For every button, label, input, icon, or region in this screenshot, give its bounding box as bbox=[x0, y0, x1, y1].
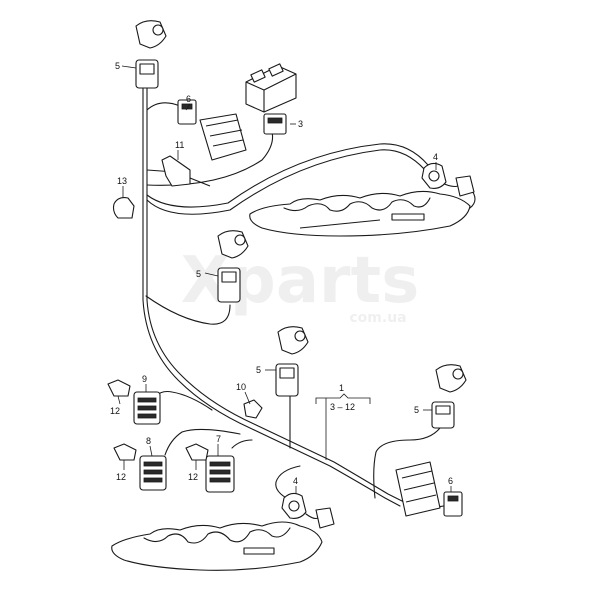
callout-5-top: 5 bbox=[115, 61, 120, 71]
connector-cap-top bbox=[135, 20, 167, 49]
callout-1-range: 3 – 12 bbox=[330, 402, 355, 412]
callout-labels: 5 6 3 11 13 4 5 5 1 3 – 12 9 10 12 8 7 1… bbox=[110, 61, 453, 486]
connector-6-right bbox=[443, 491, 463, 517]
callout-6-top: 6 bbox=[186, 94, 191, 104]
leader-lines bbox=[117, 65, 452, 494]
lamp-socket-lower bbox=[315, 507, 335, 529]
connector-7 bbox=[205, 455, 235, 493]
connector-5-top bbox=[135, 20, 167, 89]
control-module-right bbox=[395, 461, 441, 517]
callout-4-lower: 4 bbox=[293, 476, 298, 486]
connector-4-lower bbox=[281, 492, 335, 529]
cable-clip-11 bbox=[161, 155, 211, 187]
upper-lamp-housing bbox=[249, 190, 471, 237]
connector-8 bbox=[139, 455, 167, 491]
watermark-domain: com.ua bbox=[349, 310, 406, 326]
callout-5-right: 5 bbox=[414, 405, 419, 415]
connector-cap-right bbox=[435, 364, 467, 393]
lower-lamp-lens bbox=[243, 547, 275, 555]
connector-9 bbox=[133, 391, 161, 425]
clip-10 bbox=[243, 399, 263, 419]
connector-4-upper bbox=[421, 162, 475, 197]
connector-5-middle bbox=[217, 230, 249, 303]
clip-12-b bbox=[113, 443, 137, 461]
lamp-socket-upper bbox=[455, 175, 475, 197]
callout-1: 1 bbox=[339, 383, 344, 393]
callout-4-upper: 4 bbox=[433, 152, 438, 162]
callout-12-c: 12 bbox=[188, 472, 198, 482]
callout-13: 13 bbox=[117, 176, 127, 186]
callout-5-middle: 5 bbox=[196, 269, 201, 279]
clip-12-a bbox=[107, 379, 131, 397]
watermark-brand: Xparts bbox=[181, 244, 420, 318]
callout-5-center: 5 bbox=[256, 365, 261, 375]
connector-3 bbox=[263, 113, 287, 135]
callout-10: 10 bbox=[236, 382, 246, 392]
clip-12-c bbox=[185, 443, 209, 461]
lower-lamp-housing bbox=[111, 521, 323, 571]
connector-cap-center bbox=[277, 326, 309, 355]
callout-12-b: 12 bbox=[116, 472, 126, 482]
callout-11: 11 bbox=[175, 140, 184, 150]
callout-12-a: 12 bbox=[110, 406, 120, 416]
connector-5-right bbox=[431, 364, 467, 429]
callout-8: 8 bbox=[146, 436, 151, 446]
grommet-13 bbox=[112, 197, 135, 219]
connector-5-center bbox=[275, 326, 309, 397]
relay-block bbox=[245, 63, 297, 113]
callout-7: 7 bbox=[216, 434, 221, 444]
callout-9: 9 bbox=[142, 374, 147, 384]
callout-6-right: 6 bbox=[448, 476, 453, 486]
connector-6-top bbox=[177, 99, 247, 161]
control-module-top bbox=[199, 113, 247, 161]
upper-lamp-lens bbox=[391, 213, 425, 221]
callout-3: 3 bbox=[298, 119, 303, 129]
